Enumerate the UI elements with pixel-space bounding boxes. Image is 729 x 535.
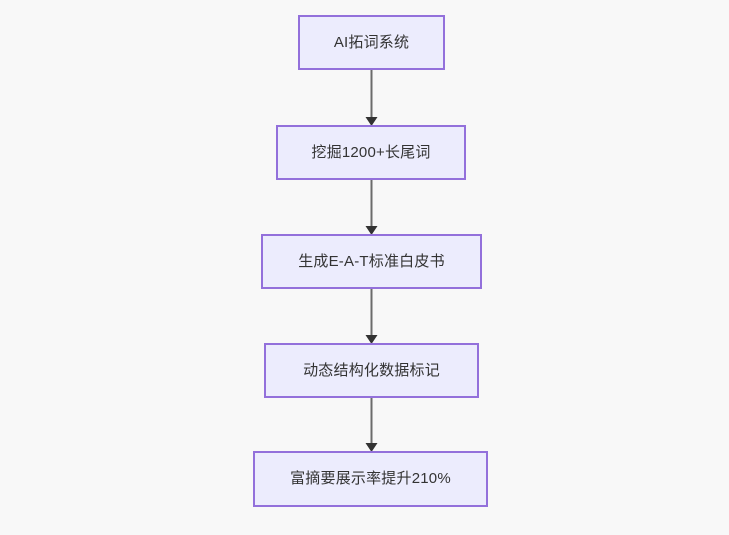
flowchart-node-4[interactable]: 动态结构化数据标记 bbox=[264, 343, 479, 398]
edge-n2-n3 bbox=[365, 180, 378, 235]
flowchart-node-5[interactable]: 富摘要展示率提升210% bbox=[253, 451, 488, 507]
flowchart-node-3[interactable]: 生成E-A-T标准白皮书 bbox=[261, 234, 482, 289]
flowchart-node-1[interactable]: AI拓词系统 bbox=[298, 15, 445, 70]
node-label: AI拓词系统 bbox=[333, 33, 410, 51]
node-label: 动态结构化数据标记 bbox=[303, 361, 440, 379]
node-label: 生成E-A-T标准白皮书 bbox=[298, 252, 445, 270]
node-label: 挖掘1200+长尾词 bbox=[311, 143, 431, 161]
edge-n1-n2 bbox=[365, 70, 378, 126]
node-label: 富摘要展示率提升210% bbox=[290, 470, 451, 487]
edge-n4-n5 bbox=[365, 398, 378, 452]
edge-n3-n4 bbox=[365, 289, 378, 344]
flowchart-node-2[interactable]: 挖掘1200+长尾词 bbox=[276, 125, 466, 180]
